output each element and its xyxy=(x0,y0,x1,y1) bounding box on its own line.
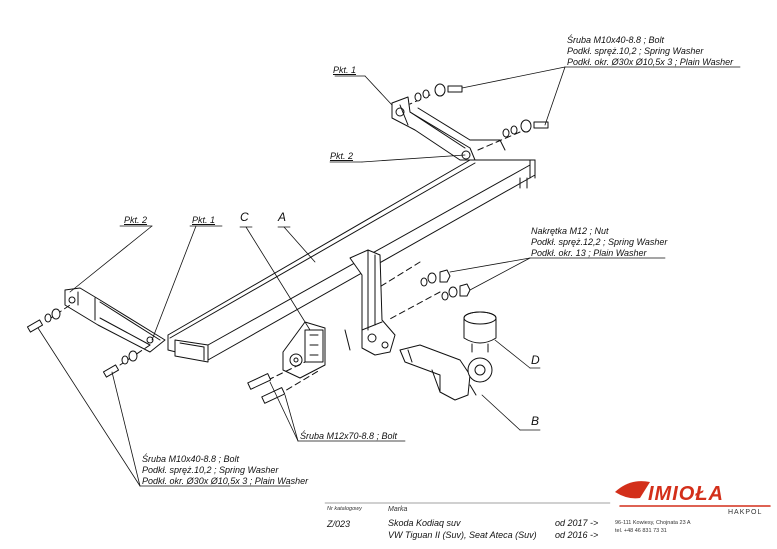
from-year-2: od 2016 -> xyxy=(555,530,599,540)
callout-pkt2-mid: Pkt. 2 xyxy=(330,151,354,161)
center-drop-plate xyxy=(344,249,396,356)
vehicle-1: Skoda Kodiaq suv xyxy=(388,518,461,528)
company-address: 96-111 Kowiesy, Chojnata 23 A xyxy=(615,520,691,526)
callout-pkt1-top: Pkt. 1 xyxy=(333,65,357,75)
vehicle-2: VW Tiguan II (Suv), Seat Ateca (Suv) xyxy=(388,530,537,540)
callout-d: D xyxy=(531,353,540,367)
callout-pkt1-left: Pkt. 1 xyxy=(192,215,216,225)
hw-m12-bolt: Śruba M12x70-8.8 ; Bolt xyxy=(300,431,398,441)
left-bracket xyxy=(64,287,166,353)
company-phone: tel. +48 46 831 73 31 xyxy=(615,528,667,534)
hw-top-spring-washer: Podkł. spręż.10,2 ; Spring Washer xyxy=(567,46,704,56)
hw-mid-plain-washer: Podkł. okr. 13 ; Plain Washer xyxy=(531,248,647,258)
hw-mid-nut: Nakrętka M12 ; Nut xyxy=(531,226,609,236)
company-logo: IMIOŁA xyxy=(648,483,724,505)
from-year-1: od 2017 -> xyxy=(555,518,599,528)
callout-pkt2-left: Pkt. 2 xyxy=(124,215,148,225)
right-bracket xyxy=(391,96,506,161)
brand-label: Marka xyxy=(388,506,408,513)
logo-swoosh-icon xyxy=(615,481,650,499)
hw-top-bolt: Śruba M10x40-8.8 ; Bolt xyxy=(567,35,665,45)
socket-plate xyxy=(282,321,326,379)
leader-lines xyxy=(37,66,741,487)
hw-bottom-plain-washer: Podkł. okr. Ø30x Ø10,5x 3 ; Plain Washer xyxy=(142,476,309,486)
catalog-label: Nr katalogowy xyxy=(327,506,362,512)
catalog-number: Z/023 xyxy=(327,519,351,529)
company-sub: HAKPOL xyxy=(728,509,763,516)
ball-cap xyxy=(463,311,497,353)
hw-mid-spring-washer: Podkł. spręż.12,2 ; Spring Washer xyxy=(531,237,668,247)
hw-bottom-bolt: Śruba M10x40-8.8 ; Bolt xyxy=(142,454,240,464)
hw-bottom-spring-washer: Podkł. spręż.10,2 ; Spring Washer xyxy=(142,465,279,475)
hardware xyxy=(26,83,549,404)
hw-top-plain-washer: Podkł. okr. Ø30x Ø10,5x 3 ; Plain Washer xyxy=(567,57,734,67)
callout-c: C xyxy=(240,210,249,224)
tow-ball-neck xyxy=(399,344,493,401)
callout-a: A xyxy=(278,210,287,224)
callout-b: B xyxy=(531,414,540,428)
